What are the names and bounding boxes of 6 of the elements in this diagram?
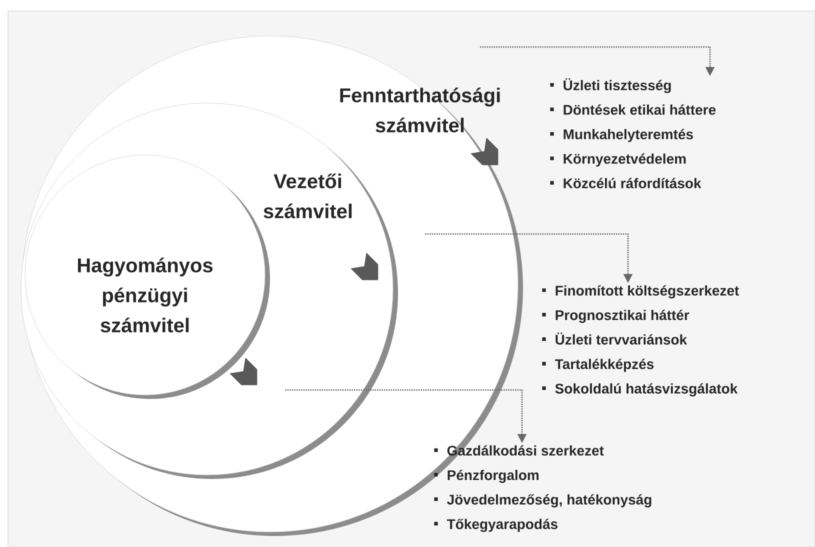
bullet-list: Üzleti tisztesség Döntések etikai háttere Munkahelyteremtés Környezetvédelem Közcélú ráfordítások xyxy=(550,78,716,188)
bullet-list: Finomított költségszerkezet Prognosztikai háttér Üzleti tervvariánsok Tartalékképzés Sokoldalú hatásvizsgálatok xyxy=(542,285,739,396)
circle-title: Vezetői számvitel xyxy=(264,174,352,218)
bullet-list: Gazdálkodási szerkezet Pénzforgalom Jövedelmezőség, hatékonyság Tőkegyarapodás xyxy=(434,445,652,532)
circle-title: Hagyományos pénzügyi számvitel xyxy=(78,258,213,332)
circle-title: Fenntarthatósági számvitel xyxy=(340,88,500,132)
